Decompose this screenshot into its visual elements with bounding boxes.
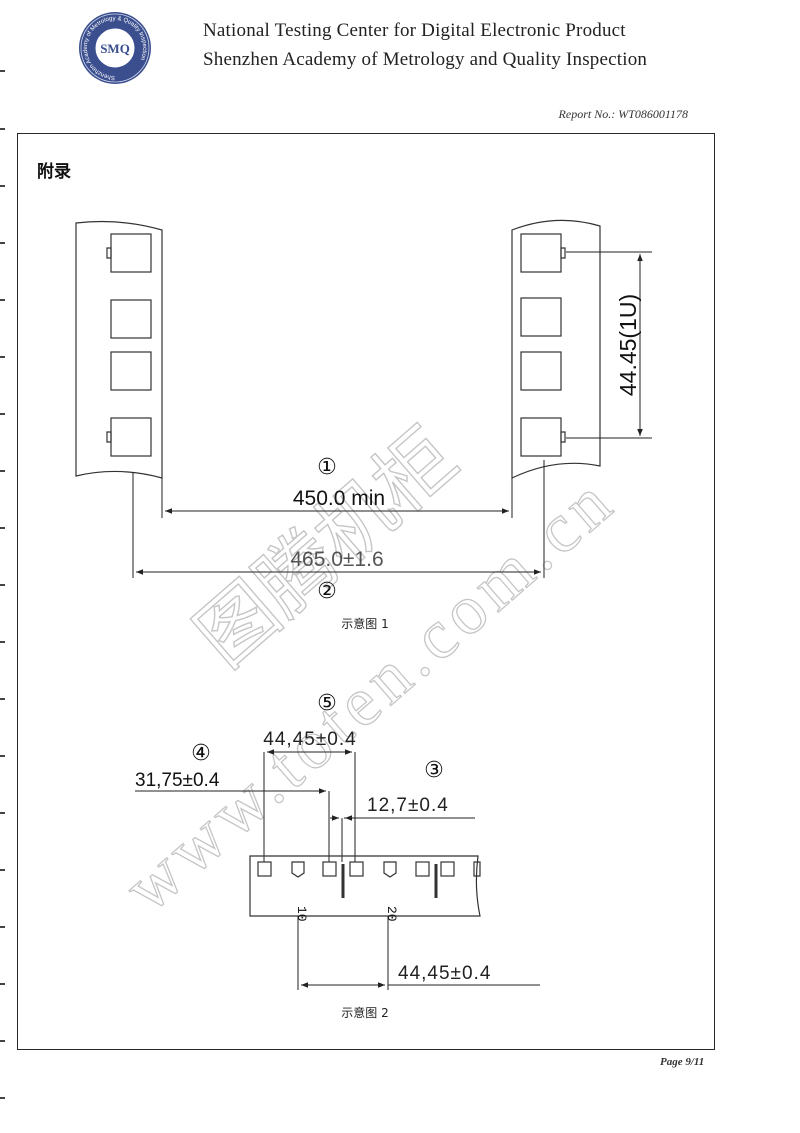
smq-logo: Shenzhen Academy of Metrology & Quality … [79,12,151,84]
marker-2: ② [317,579,337,604]
margin-tick [0,185,5,187]
margin-tick [0,926,5,928]
margin-tick [0,641,5,643]
margin-tick [0,983,5,985]
figure1-caption: 示意图 1 [341,616,388,631]
margin-tick [0,413,5,415]
margin-tick [0,698,5,700]
pitch-bottom-label: 44,45±0.4 [398,963,491,984]
hole-gap-label: 12,7±0.4 [367,795,449,816]
page-number: Page 9/11 [660,1056,705,1068]
margin-tick [0,1040,5,1042]
horizontal-rail [249,855,481,917]
margin-tick [0,70,5,72]
figure2-dimension-lines [135,749,475,862]
marker-4: ④ [191,741,211,766]
margin-tick [0,584,5,586]
margin-tick [0,755,5,757]
unit-height-label: 44.45(1U) [615,294,641,396]
margin-tick [0,470,5,472]
marker-1: ① [317,455,337,480]
figure2-caption: 示意图 2 [341,1005,388,1020]
appendix-title: 附录 [37,162,71,182]
marker-5: ⑤ [317,691,337,716]
margin-tick [0,869,5,871]
rail-label-20: 20 [384,906,399,922]
min-width-label: 450.0 min [293,487,385,510]
pitch-top-label: 44,45±0.4 [263,729,356,750]
margin-tick [0,527,5,529]
margin-tick [0,299,5,301]
marker-3: ③ [424,758,444,783]
margin-tick [0,242,5,244]
report-number: Report No.: WT086001178 [558,107,688,121]
margin-tick [0,356,5,358]
margin-tick [0,812,5,814]
logo-text: SMQ [100,41,130,56]
left-offset-label: 31,75±0.4 [135,770,220,791]
pitch-bottom-dimension [297,916,540,990]
total-width-dimension [132,460,545,578]
left-rail [75,220,163,479]
margin-tick [0,128,5,130]
rail-label-10: 10 [294,906,309,922]
unit-height-dimension [566,251,652,439]
header-center-name: National Testing Center for Digital Elec… [203,20,626,41]
margin-tick [0,1097,5,1099]
total-width-label: 465.0±1.6 [290,548,383,571]
watermark: 图腾机柜 www.toten.com.cn [109,411,630,928]
min-width-dimension [161,478,513,518]
right-rail [511,219,601,479]
header-academy-name: Shenzhen Academy of Metrology and Qualit… [203,49,648,70]
content-frame [17,133,715,1050]
